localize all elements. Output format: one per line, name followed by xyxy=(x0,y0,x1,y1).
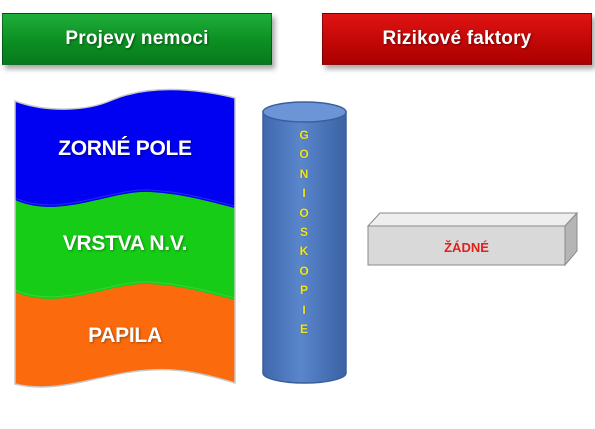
cylinder-letter: O xyxy=(299,147,309,162)
cylinder-letter: P xyxy=(299,283,308,298)
cylinder-letter: I xyxy=(302,302,306,317)
cylinder-letter: O xyxy=(299,205,309,220)
flag-band-zorne xyxy=(15,89,235,208)
flag-band-vrstva xyxy=(15,189,235,300)
banner-risk-factors: Rizikové faktory xyxy=(322,13,592,65)
banner-left-title: Projevy nemoci xyxy=(65,28,209,49)
cylinder-letter: S xyxy=(299,224,308,239)
flag-label-zorne-pole: ZORNÉ POLE xyxy=(58,137,192,160)
cylinder-letter: N xyxy=(299,166,309,181)
flag-label-papila: PAPILA xyxy=(88,324,162,347)
cylinder-letter: G xyxy=(299,128,309,142)
flag-band-papila xyxy=(15,281,235,387)
cylinder-letter: E xyxy=(299,321,308,336)
banner-right-title: Rizikové faktory xyxy=(382,28,532,49)
flag-label-vrstva: VRSTVA N.V. xyxy=(62,232,188,255)
cylinder-letter: I xyxy=(302,186,306,201)
cylinder-letters: G O N I O S K O P I E xyxy=(262,126,346,376)
cylinder-letter: O xyxy=(299,263,309,278)
box-label-none: ŽÁDNÉ xyxy=(444,239,489,255)
cylinder-letter: K xyxy=(299,244,309,259)
banner-disease-manifestations: Projevy nemoci xyxy=(2,13,272,65)
